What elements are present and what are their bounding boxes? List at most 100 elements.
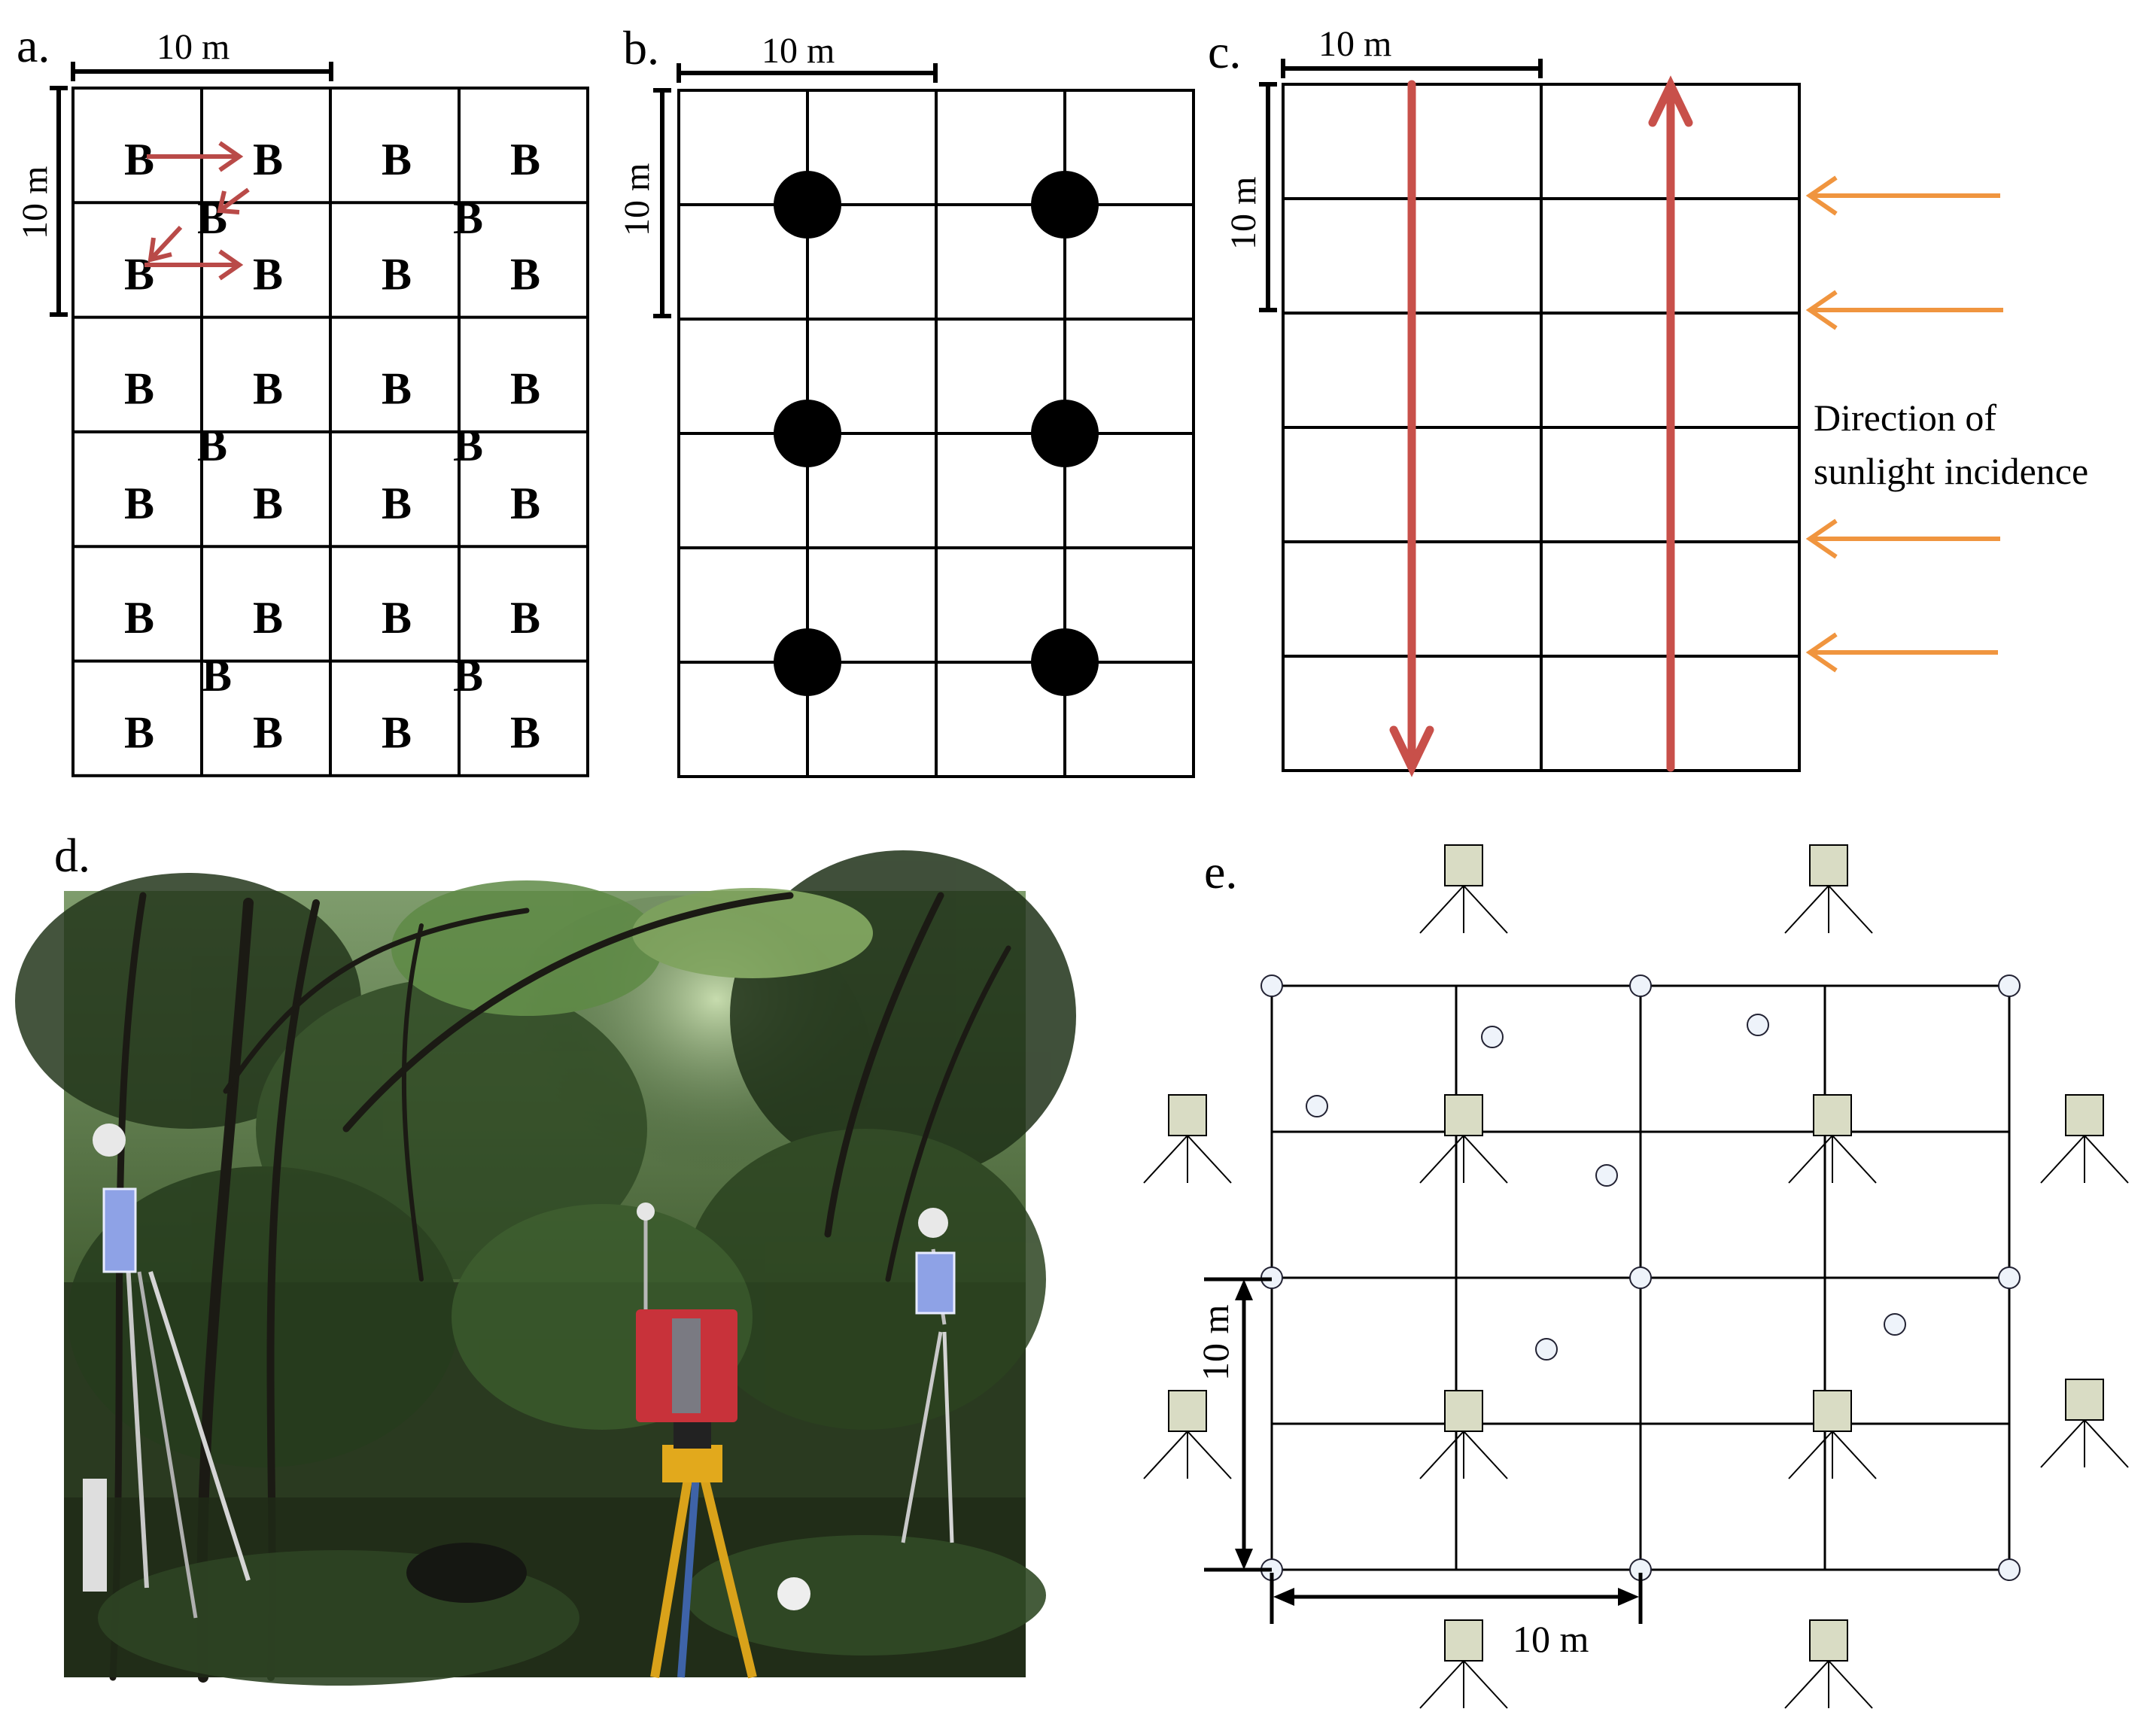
scanner-station-icon <box>1419 844 1508 934</box>
tripod-leg <box>1828 885 1873 934</box>
scanner-head <box>1168 1390 1207 1432</box>
left-target-tripod <box>83 1123 251 1619</box>
cell-letter-b: B <box>253 364 283 414</box>
station-dot <box>1031 400 1099 467</box>
free-target-circle <box>1595 1164 1618 1187</box>
cell-letter-b: B <box>253 135 283 184</box>
tripod-leg <box>1187 1431 1232 1479</box>
grid-target-circle <box>1998 1266 2021 1289</box>
center-letter-b: B <box>453 193 483 243</box>
cell-letter-b: B <box>382 135 412 184</box>
tripod-leg <box>1187 1135 1232 1184</box>
scanner-station-icon <box>1419 1094 1508 1184</box>
panel-c: c. 10 m 10 m Direction of sunlight incid… <box>1208 24 2088 777</box>
cell-letter-b: B <box>124 708 154 758</box>
cell-letter-b: B <box>510 479 540 528</box>
cell-letter-b: B <box>382 249 412 299</box>
scanner-head <box>1809 1619 1848 1662</box>
scanner-station-icon <box>2040 1379 2129 1468</box>
cell-letter-b: B <box>124 364 154 414</box>
distant-target-sphere <box>637 1203 655 1221</box>
cell-letter-b: B <box>124 135 154 184</box>
panel-a-grid <box>71 87 589 777</box>
free-target-circle <box>1747 1014 1769 1036</box>
tripod-leg <box>1784 1660 1829 1709</box>
forest-photo <box>15 850 1076 1686</box>
scanner-station-icon <box>1143 1094 1232 1184</box>
free-target-circle <box>1535 1338 1558 1361</box>
scanner-head <box>1813 1390 1852 1432</box>
panel-c-grid <box>1282 83 1801 772</box>
cell-letter-b: B <box>253 249 283 299</box>
station-dot <box>774 171 841 239</box>
panel-c-sunlight-arrows <box>1805 175 2003 673</box>
cell-letter-b: B <box>124 593 154 643</box>
grid-target-circle <box>1260 974 1283 997</box>
cell-letter-b: B <box>510 364 540 414</box>
scanner-station-icon <box>1788 1094 1877 1184</box>
cell-letter-b: B <box>510 593 540 643</box>
panel-e: e. 10 m 10 m <box>1143 844 2129 1709</box>
scanner-head <box>1813 1094 1852 1136</box>
tripod-leg <box>1419 885 1464 934</box>
tripod-leg <box>1828 1660 1873 1709</box>
scanner-station-icon <box>2040 1094 2129 1184</box>
panel-e-scale-h <box>1270 1573 1643 1624</box>
panel-c-scale-h <box>1281 59 1543 78</box>
panel-b: b. 10 m 10 m <box>617 21 1195 778</box>
panel-a-label: a. <box>17 19 50 72</box>
station-dot <box>1031 171 1099 239</box>
tripod-leg <box>1143 1135 1188 1184</box>
tripod-leg <box>1419 1660 1464 1709</box>
cell-letter-b: B <box>382 708 412 758</box>
tripod-leg <box>1143 1431 1188 1479</box>
panel-d: d. <box>15 829 1076 1686</box>
panel-a-scale-v <box>50 86 68 317</box>
panel-b-label: b. <box>623 21 659 74</box>
panel-b-scale-v <box>653 88 671 318</box>
panel-e-free-targets <box>1306 1014 1906 1361</box>
tripod-leg <box>2084 1135 2129 1184</box>
scanner-station-icon <box>1143 1390 1232 1479</box>
station-dot <box>1031 628 1099 696</box>
sunlight-label-line1: Direction of <box>1814 397 1996 439</box>
cell-letter-b: B <box>253 479 283 528</box>
scanner-head <box>1444 1390 1483 1432</box>
cell-letter-b: B <box>510 249 540 299</box>
grid-target-circle <box>1629 974 1652 997</box>
tripod-leg <box>2040 1135 2085 1184</box>
tripod-leg <box>1463 1660 1508 1709</box>
panel-a-movement-arrows <box>144 141 250 281</box>
panel-c-scan-route <box>1389 75 1693 777</box>
scanner-station-icon <box>1784 1619 1873 1709</box>
panel-c-scale-h-label: 10 m <box>1318 24 1391 64</box>
panel-a-scale-h <box>71 62 333 81</box>
panel-b-grid <box>677 89 1195 778</box>
tripod-leg <box>1788 1135 1833 1184</box>
center-letter-b: B <box>453 421 483 470</box>
panel-d-label: d. <box>54 829 90 882</box>
foliage <box>15 850 1076 1467</box>
scanner-head <box>2065 1094 2104 1136</box>
panel-b-station-dots <box>774 171 1099 696</box>
tripod-leg <box>1419 1431 1464 1479</box>
grid-target-circle <box>1629 1266 1652 1289</box>
panel-e-label: e. <box>1204 845 1237 898</box>
cell-letter-b: B <box>253 708 283 758</box>
scanner-head <box>1168 1094 1207 1136</box>
center-letter-b: B <box>202 651 232 701</box>
sunlight-label-line2: sunlight incidence <box>1814 450 2088 492</box>
scanner-head <box>2065 1379 2104 1421</box>
panel-a-scale-h-label: 10 m <box>157 27 230 67</box>
cell-letter-b: B <box>510 135 540 184</box>
scanner-head <box>1444 1619 1483 1662</box>
cell-letter-b: B <box>124 479 154 528</box>
station-dot <box>774 400 841 467</box>
cell-letter-b: B <box>382 593 412 643</box>
tripod-leg <box>1832 1135 1877 1184</box>
tripod-leg <box>1788 1431 1833 1479</box>
panel-e-scanner-stations <box>1143 844 2129 1709</box>
